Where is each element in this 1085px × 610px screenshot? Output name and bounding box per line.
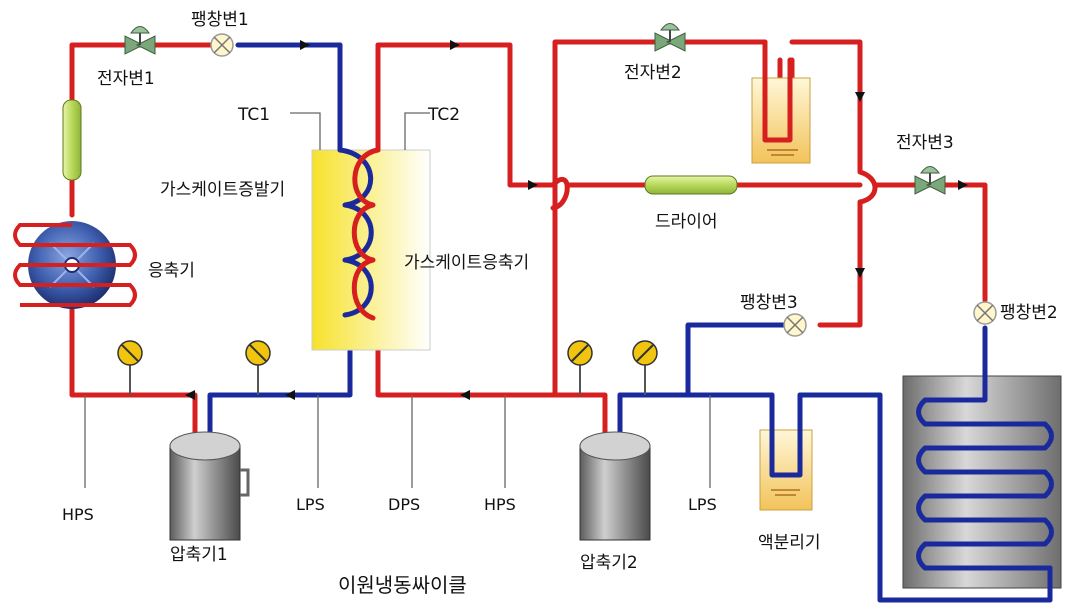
arrow-icon bbox=[460, 390, 470, 400]
expansion-valve-1-label: 팽창변1 bbox=[191, 10, 249, 30]
upper-tank-pipe bbox=[762, 39, 793, 143]
dryer-label: 드라이어 bbox=[655, 212, 718, 232]
arrow-icon bbox=[528, 180, 538, 190]
expansion-valve-3-label: 팽창변3 bbox=[740, 293, 798, 313]
solenoid-valve-3-label: 전자변3 bbox=[896, 133, 954, 153]
pipe-bottom-return bbox=[375, 317, 608, 435]
leader-lines bbox=[84, 112, 711, 488]
pipe-right-vertical bbox=[789, 39, 878, 328]
expansion-valve-2-icon bbox=[973, 301, 997, 325]
hps2-label: HPS bbox=[484, 495, 516, 514]
gauge-hps2 bbox=[567, 340, 593, 395]
compressor-1-label: 압축기1 bbox=[170, 545, 228, 565]
arrow-icon bbox=[958, 180, 968, 190]
gauge-lps1 bbox=[245, 340, 271, 395]
compressor-2 bbox=[579, 431, 651, 541]
arrow-icon bbox=[285, 390, 295, 400]
hps1-label: HPS bbox=[62, 505, 94, 524]
arrow-icon bbox=[185, 390, 195, 400]
accumulator-tank bbox=[759, 429, 813, 511]
accumulator-label: 액분리기 bbox=[758, 533, 821, 553]
gauge-lps2 bbox=[632, 340, 658, 395]
arrow-icon bbox=[300, 40, 310, 50]
expansion-valve-1-icon bbox=[210, 33, 234, 57]
solenoid-valve-2-label: 전자변2 bbox=[624, 63, 682, 83]
cascade-condenser-label: 가스케이트응축기 bbox=[404, 253, 529, 273]
condenser-coil-front bbox=[351, 147, 381, 321]
condenser-unit bbox=[13, 221, 137, 309]
solenoid-valve-3-icon bbox=[914, 166, 946, 195]
expansion-valve-3-icon bbox=[783, 313, 807, 337]
pipe-compressor1-discharge bbox=[69, 287, 198, 435]
compressor-1 bbox=[169, 431, 250, 541]
evaporator-tank bbox=[902, 327, 1062, 589]
solenoid-valve-1-label: 전자변1 bbox=[97, 69, 155, 89]
arrow-icon bbox=[450, 40, 460, 50]
condenser-label: 응축기 bbox=[148, 261, 195, 281]
solenoid-valve-2-icon bbox=[654, 23, 686, 52]
gauge-hps1 bbox=[117, 340, 143, 395]
expansion-valve-2-label: 팽창변2 bbox=[1000, 303, 1058, 323]
arrow-icon bbox=[855, 92, 865, 102]
dryer-icon bbox=[644, 175, 738, 195]
lps1-label: LPS bbox=[296, 495, 325, 514]
arrow-icon bbox=[855, 268, 865, 278]
pipe-expansion-to-evaporator bbox=[235, 42, 343, 153]
left-filter-dryer bbox=[62, 99, 82, 181]
flow-arrows bbox=[185, 40, 968, 400]
evaporator-return bbox=[877, 392, 1053, 603]
accumulator-pipe bbox=[769, 392, 803, 478]
lps2-label: LPS bbox=[688, 495, 717, 514]
cascade-evaporator-label: 가스케이트증발기 bbox=[160, 180, 285, 200]
condenser-coils bbox=[13, 223, 137, 307]
pipe-to-solenoid3 bbox=[872, 182, 988, 303]
tc2-label: TC2 bbox=[427, 105, 460, 125]
dps-label: DPS bbox=[388, 495, 420, 514]
evaporator-coil-front bbox=[337, 147, 374, 318]
compressor-2-label: 압축기2 bbox=[580, 553, 638, 573]
tc1-label: TC1 bbox=[237, 105, 270, 125]
solenoid-valve-1-icon bbox=[124, 26, 156, 55]
upper-receiver-tank bbox=[751, 77, 811, 164]
diagram-title: 이원냉동싸이클 bbox=[338, 573, 467, 597]
pressure-gauges bbox=[117, 340, 658, 395]
